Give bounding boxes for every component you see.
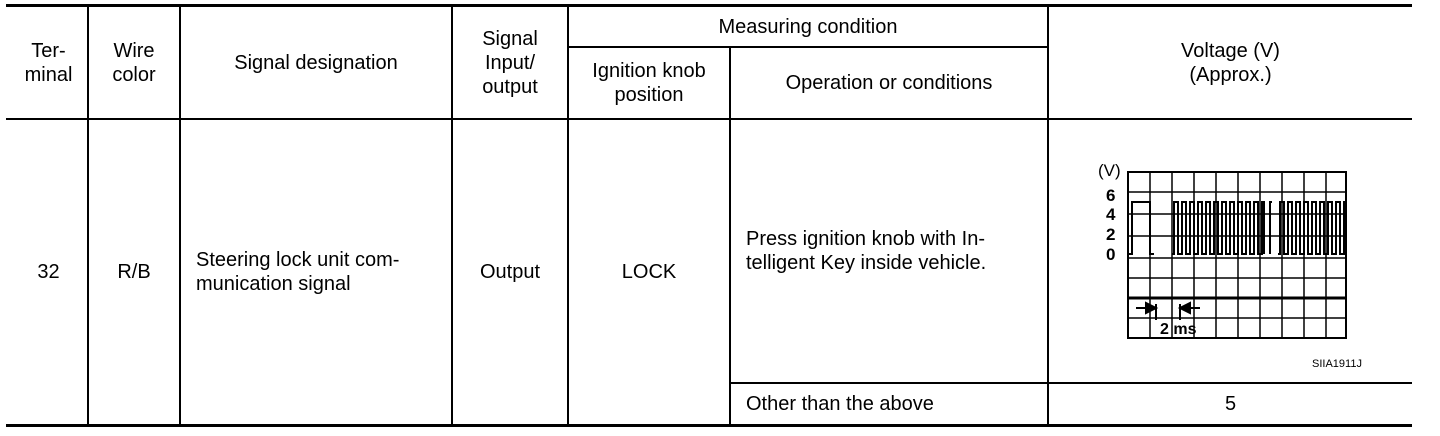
cell-signal-designation: Steering lock unit com- munication signa… <box>196 249 400 295</box>
time-scale-marker <box>1136 301 1200 320</box>
col-divider-4 <box>567 4 569 427</box>
condition-row-divider <box>730 382 1412 384</box>
col-divider-1 <box>87 4 89 427</box>
cell-terminal: 32 <box>37 261 60 283</box>
col-divider-5 <box>729 46 731 427</box>
y-tick-4: 4 <box>1106 205 1116 224</box>
cell-signal-io: Output <box>479 261 541 283</box>
time-scale-label: 2 ms <box>1160 321 1197 338</box>
table-bottom-border <box>6 424 1412 427</box>
header-terminal: Ter- minal <box>24 39 73 86</box>
col-divider-6 <box>1047 4 1049 427</box>
cell-wire-color: R/B <box>117 261 151 283</box>
cell-condition-2: Other than the above <box>746 393 934 415</box>
header-signal-designation: Signal designation <box>234 51 398 74</box>
cell-voltage-2: 5 <box>1224 393 1237 415</box>
figure-id: SIIA1911J <box>1312 358 1362 370</box>
waveform-unit-label: (V) <box>1098 161 1121 180</box>
header-ignition-knob-position: Ignition knob position <box>592 60 706 106</box>
header-signal-io: Signal Input/ output <box>482 27 538 98</box>
col-divider-3 <box>451 4 453 427</box>
y-tick-0: 0 <box>1106 245 1115 264</box>
cell-condition-1: Press ignition knob with In- telligent K… <box>746 228 987 274</box>
col-divider-2 <box>179 4 181 427</box>
header-wire-color: Wire color <box>112 39 156 86</box>
cell-ignition-knob-position: LOCK <box>621 261 677 283</box>
header-bottom-border <box>6 118 1412 120</box>
y-tick-6: 6 <box>1106 186 1115 205</box>
header-operation-or-conditions: Operation or conditions <box>785 72 993 94</box>
y-tick-2: 2 <box>1106 225 1115 244</box>
table-top-border <box>6 4 1412 7</box>
measuring-condition-divider <box>568 46 1048 48</box>
header-measuring-condition: Measuring condition <box>718 15 898 38</box>
voltage-waveform: (V) 6 4 2 0 2 ms SIIA1911J <box>1092 156 1392 376</box>
header-voltage: Voltage (V) (Approx.) <box>1181 39 1280 86</box>
waveform-trace <box>1128 201 1346 255</box>
